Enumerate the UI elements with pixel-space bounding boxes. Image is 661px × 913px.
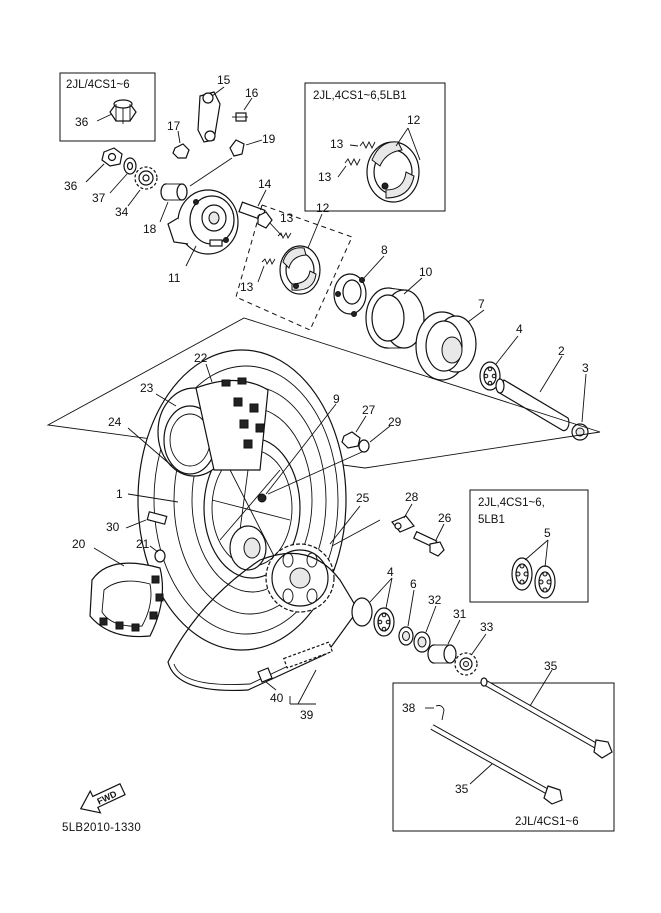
callout-10: 10 (419, 265, 433, 279)
callout-6: 6 (410, 577, 417, 591)
callout-36: 36 (64, 179, 78, 193)
brake-arm-group: 15 16 17 19 (167, 73, 276, 187)
callout-39: 39 (300, 708, 314, 722)
callout-12-boxed: 12 (407, 113, 421, 127)
variant-label-right-mid-2: 5LB1 (478, 514, 505, 526)
callout-13-boxed-upper: 13 (330, 137, 344, 151)
callout-30: 30 (106, 520, 120, 534)
callout-13-lower: 13 (240, 280, 254, 294)
forward-arrow-icon: FWD (79, 783, 126, 814)
callout-24: 24 (108, 415, 122, 429)
callout-31: 31 (453, 607, 467, 621)
wheel-callouts: 1 30 21 9 27 29 (106, 392, 402, 563)
callout-34: 34 (115, 205, 129, 219)
callout-40: 40 (270, 691, 284, 705)
callout-13-boxed-lower: 13 (318, 170, 332, 184)
callout-2: 2 (558, 344, 565, 358)
tyre-lower: 20 (72, 537, 164, 638)
callout-35-upper: 35 (544, 659, 558, 673)
brake-drum: 10 (365, 265, 433, 349)
callout-3: 3 (582, 361, 589, 375)
callout-17: 17 (167, 119, 181, 133)
callout-20: 20 (72, 537, 86, 551)
callout-35-lower: 35 (455, 782, 469, 796)
callout-36-boxed: 36 (75, 115, 89, 129)
callout-25: 25 (356, 491, 370, 505)
oil-seal: 3 (571, 361, 589, 441)
diagram-code: 5LB2010-1330 (62, 822, 141, 834)
drive-sprocket: 25 (265, 491, 381, 613)
left-small-parts: 36 37 34 18 (64, 147, 188, 236)
callout-8: 8 (381, 243, 388, 257)
callout-5: 5 (544, 526, 551, 540)
callout-4-upper: 4 (516, 322, 523, 336)
callout-9: 9 (333, 392, 340, 406)
drum-cover: 7 (415, 297, 485, 381)
callout-29: 29 (388, 415, 402, 429)
callout-4-lower: 4 (387, 565, 394, 579)
brake-shoe-group: 12 13 13 (235, 201, 353, 331)
callout-16: 16 (245, 86, 259, 100)
variant-box-bottom-right: 2JL/4CS1~6 38 35 (392, 682, 615, 832)
callout-33: 33 (480, 620, 494, 634)
callout-12: 12 (316, 201, 330, 215)
camshaft: 14 (238, 177, 273, 229)
spacer: 2 (495, 344, 570, 432)
callout-23: 23 (140, 381, 154, 395)
callout-37: 37 (92, 191, 106, 205)
callout-21: 21 (136, 537, 150, 551)
callout-14: 14 (258, 177, 272, 191)
variant-label-right-mid-1: 2JL,4CS1~6, (478, 497, 545, 509)
callout-32: 32 (428, 593, 442, 607)
variant-box-top-left: 2JL/4CS1~6 36 (59, 72, 156, 142)
callout-28: 28 (405, 490, 419, 504)
callout-13-upper: 13 (280, 211, 294, 225)
variant-box-top-right: 2JL,4CS1~6,5LB1 12 13 13 (304, 82, 446, 212)
variant-label-top-right: 2JL,4CS1~6,5LB1 (313, 90, 407, 102)
axle-parts: 4 6 32 31 33 35 (351, 565, 613, 759)
callout-11: 11 (168, 271, 181, 285)
callout-1: 1 (116, 487, 123, 501)
callout-19: 19 (262, 132, 276, 146)
callout-15: 15 (217, 73, 231, 87)
bearing-upper: 4 (479, 322, 523, 391)
variant-label-top-left: 2JL/4CS1~6 (66, 79, 130, 91)
variant-label-bottom-right: 2JL/4CS1~6 (515, 816, 579, 828)
drive-chain: 40 39 (167, 552, 359, 722)
callout-18: 18 (143, 222, 157, 236)
callout-38: 38 (402, 701, 416, 715)
callout-26: 26 (438, 511, 452, 525)
callout-22: 22 (194, 351, 208, 365)
hub-plate: 8 (333, 243, 388, 317)
chain-puller: 28 26 (391, 490, 452, 557)
brake-panel: 11 (167, 189, 239, 285)
callout-27: 27 (362, 403, 376, 417)
callout-7: 7 (478, 297, 485, 311)
tyre-upper: 22 23 24 (108, 351, 269, 477)
variant-box-right-mid: 2JL,4CS1~6, 5LB1 5 (469, 489, 589, 603)
